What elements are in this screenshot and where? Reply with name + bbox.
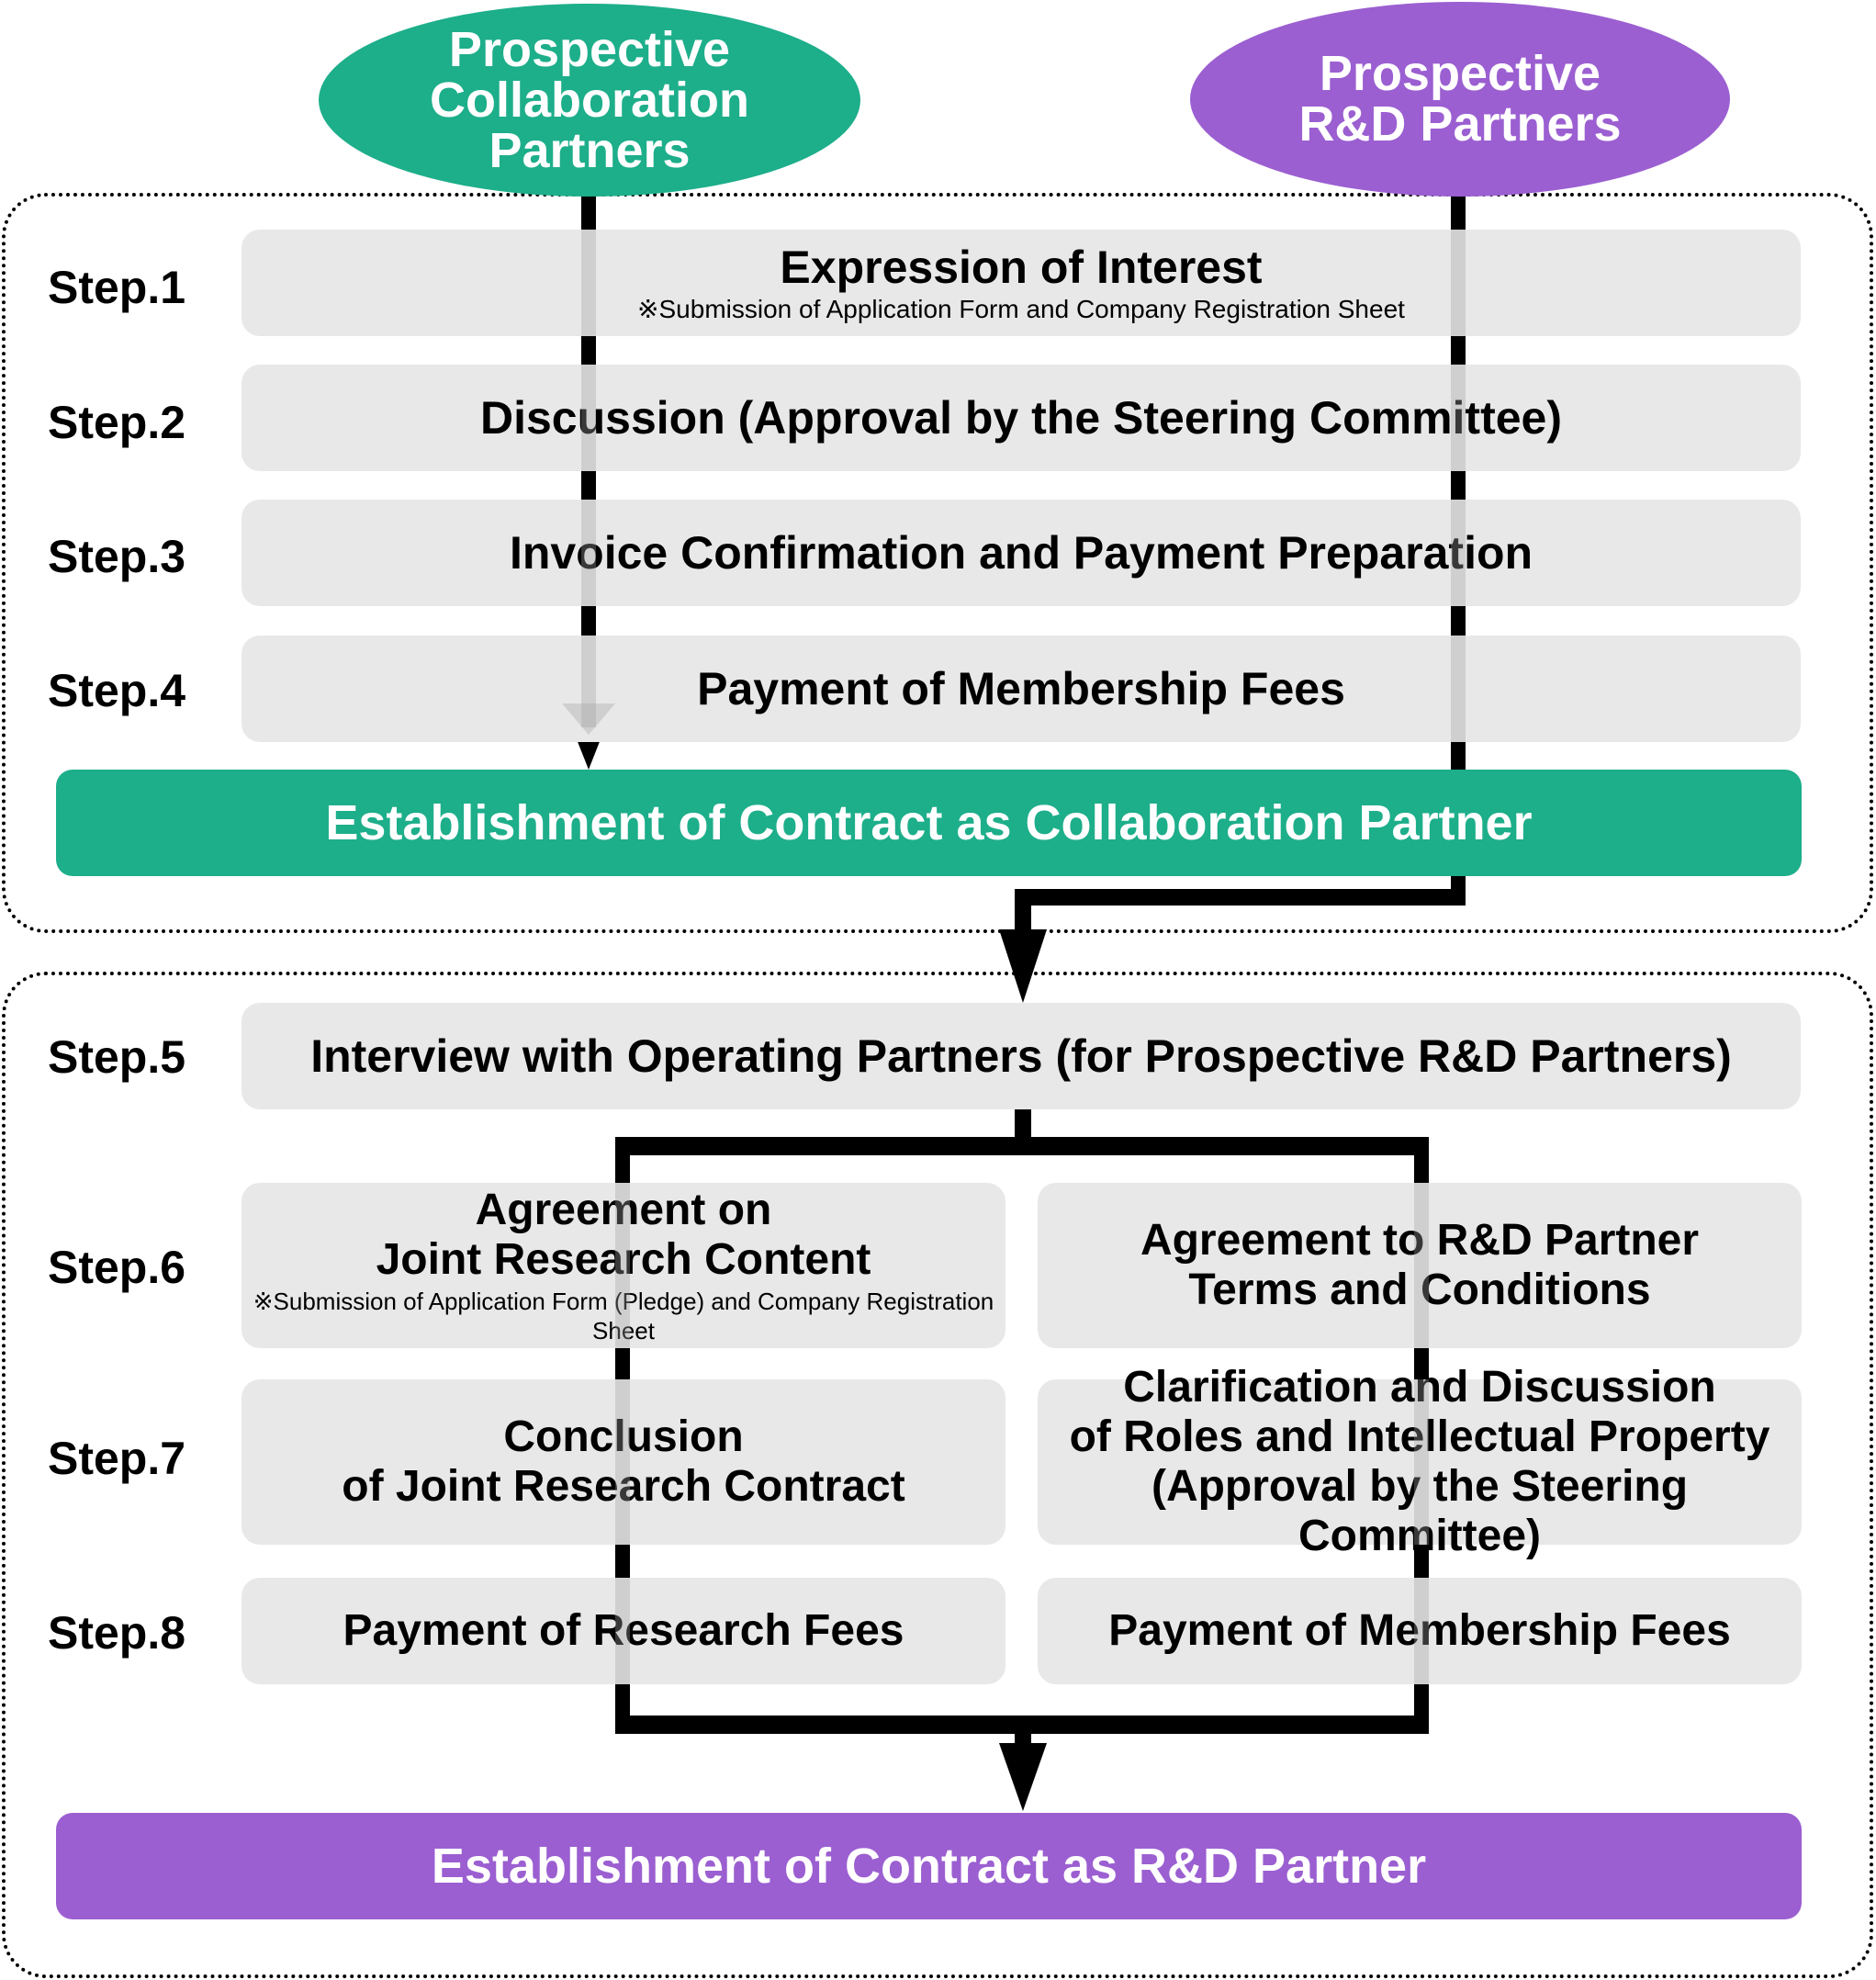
step-2-card: Discussion (Approval by the Steering Com…	[242, 365, 1801, 471]
start-node-rnd: Prospective R&D Partners	[1190, 2, 1730, 197]
step-6-label: Step.6	[48, 1242, 186, 1293]
step-8-label: Step.8	[48, 1607, 186, 1659]
step-3-card: Invoice Confirmation and Payment Prepara…	[242, 500, 1801, 606]
step-4-card: Payment of Membership Fees	[242, 636, 1801, 742]
step-5-card: Interview with Operating Partners (for P…	[242, 1003, 1801, 1109]
step-7-left-card: Conclusion of Joint Research Contract	[242, 1379, 1005, 1545]
rnd-elbow-vertical	[1015, 889, 1031, 935]
collab-arrowhead	[575, 735, 602, 770]
step-7-label: Step.7	[48, 1433, 186, 1484]
start-node-collaboration: Prospective Collaboration Partners	[319, 4, 860, 197]
step-8-right-card: Payment of Membership Fees	[1038, 1578, 1802, 1684]
step-6-right-card: Agreement to R&D Partner Terms and Condi…	[1038, 1183, 1802, 1348]
step-2-title: Discussion (Approval by the Steering Com…	[480, 391, 1562, 444]
step-2-label: Step.2	[48, 397, 186, 448]
step-6-left-title: Agreement on Joint Research Content	[376, 1186, 871, 1284]
rnd-contract-label: Establishment of Contract as R&D Partner	[431, 1839, 1427, 1894]
step-5-title: Interview with Operating Partners (for P…	[310, 1029, 1732, 1082]
merge-arrowhead	[999, 1743, 1047, 1811]
step-8-right-title: Payment of Membership Fees	[1108, 1606, 1731, 1655]
step-1-card: Expression of Interest ※Submission of Ap…	[242, 230, 1801, 336]
step-6-right-title: Agreement to R&D Partner Terms and Condi…	[1140, 1216, 1700, 1314]
step-5-label: Step.5	[48, 1031, 186, 1083]
step-7-right-title: Clarification and Discussion of Roles an…	[1069, 1363, 1770, 1560]
step-8-left-card: Payment of Research Fees	[242, 1578, 1005, 1684]
step-1-note: ※Submission of Application Form and Comp…	[637, 294, 1405, 323]
step-4-label: Step.4	[48, 665, 186, 716]
split-bar	[615, 1137, 1429, 1155]
step-1-title: Expression of Interest	[780, 241, 1263, 293]
step-6-left-note: ※Submission of Application Form (Pledge)…	[253, 1288, 994, 1344]
step-6-left-card: Agreement on Joint Research Content ※Sub…	[242, 1183, 1005, 1348]
phase-transition-arrowhead	[999, 929, 1047, 1003]
step-7-right-card: Clarification and Discussion of Roles an…	[1038, 1363, 1802, 1560]
rnd-elbow-horizontal	[1015, 889, 1466, 906]
collaboration-contract-label: Establishment of Contract as Collaborati…	[325, 795, 1533, 850]
step-8-left-title: Payment of Research Fees	[343, 1606, 904, 1655]
step-3-label: Step.3	[48, 531, 186, 582]
rnd-contract-banner: Establishment of Contract as R&D Partner	[56, 1813, 1802, 1919]
step-1-label: Step.1	[48, 262, 186, 313]
phase2-group	[2, 972, 1873, 1978]
collaboration-contract-banner: Establishment of Contract as Collaborati…	[56, 770, 1802, 876]
step-7-left-title: Conclusion of Joint Research Contract	[342, 1412, 905, 1511]
start-node-rnd-label: Prospective R&D Partners	[1298, 46, 1622, 152]
start-node-collaboration-label: Prospective Collaboration Partners	[430, 21, 749, 178]
step-4-title: Payment of Membership Fees	[697, 662, 1345, 714]
step-3-title: Invoice Confirmation and Payment Prepara…	[509, 526, 1533, 579]
phase1-group	[2, 193, 1873, 933]
